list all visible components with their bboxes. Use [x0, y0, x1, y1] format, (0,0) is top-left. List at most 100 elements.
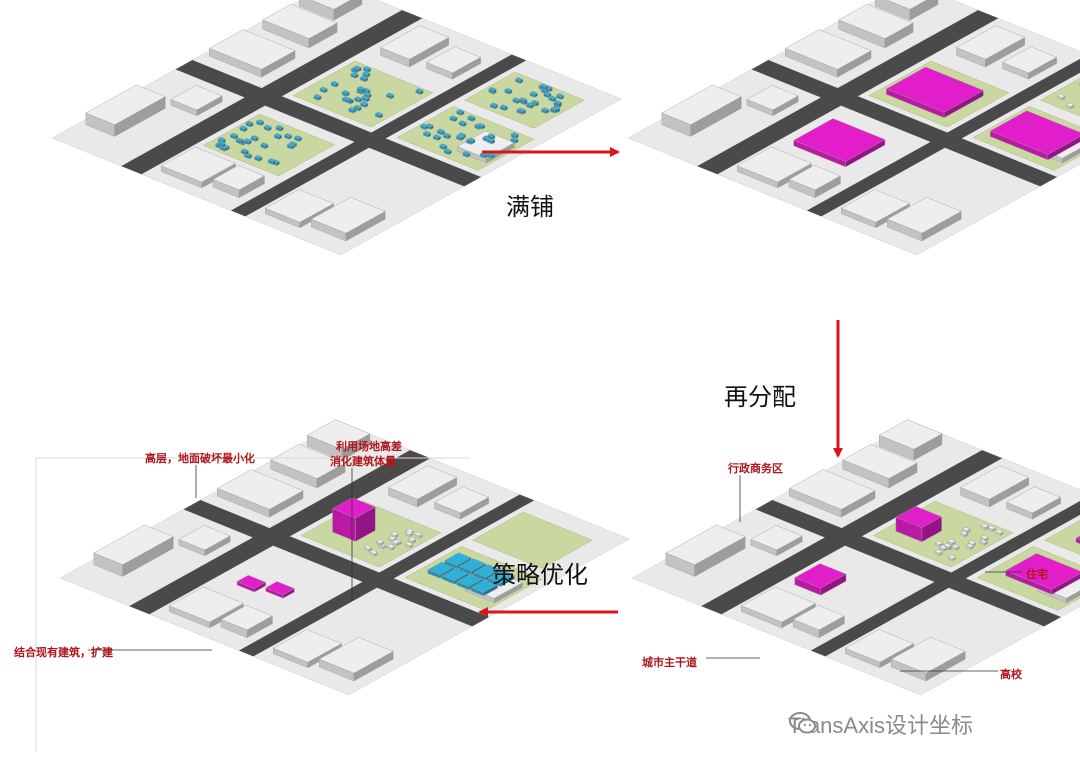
- car: [530, 99, 540, 107]
- context-building-0: [784, 29, 872, 78]
- car: [951, 544, 960, 551]
- car: [934, 549, 943, 556]
- car: [390, 531, 399, 539]
- wechat-icon: [789, 712, 816, 734]
- callout-terrain-2: 消化建筑体量: [330, 455, 396, 468]
- expansion-block-2: [265, 581, 295, 599]
- context-building-1: [838, 4, 914, 49]
- context-building-8: [380, 25, 450, 68]
- context-building-7: [170, 85, 223, 117]
- context-building-9: [1002, 46, 1058, 80]
- car: [363, 91, 372, 99]
- car: [499, 104, 508, 112]
- context-building-9: [1006, 486, 1062, 520]
- site-diagram-redistribute: [627, 0, 1080, 256]
- context-building-7: [178, 525, 231, 557]
- car: [489, 102, 499, 110]
- context-building-8: [960, 465, 1030, 508]
- car: [995, 529, 1004, 536]
- car: [235, 137, 244, 145]
- site-road-1: [755, 500, 1061, 627]
- car: [313, 94, 322, 101]
- car: [362, 71, 371, 78]
- pink-block-mid: [1075, 535, 1080, 544]
- car: [1065, 102, 1075, 110]
- car: [369, 550, 378, 557]
- car: [360, 101, 369, 108]
- site-diagram-zones: [631, 419, 1080, 696]
- car: [361, 95, 371, 103]
- car: [245, 120, 254, 128]
- car: [263, 124, 272, 132]
- car: [273, 133, 283, 140]
- car: [443, 148, 452, 156]
- car: [939, 545, 948, 552]
- car: [467, 137, 476, 145]
- site-green-lot-0: [292, 60, 434, 128]
- site-diagram-optimized: [59, 419, 630, 696]
- car: [343, 96, 353, 104]
- car: [488, 87, 497, 94]
- site-green-lot-2: [202, 113, 336, 177]
- car: [539, 83, 549, 91]
- step-label-fill: 满铺: [506, 193, 554, 221]
- car: [1057, 94, 1066, 101]
- callout-residential: 住宅: [1026, 568, 1048, 581]
- car: [947, 539, 956, 546]
- pink-block-a: [885, 66, 984, 119]
- context-building-4: [264, 189, 335, 229]
- car: [476, 122, 486, 130]
- context-building-8: [956, 25, 1026, 68]
- car: [479, 151, 489, 159]
- car: [407, 537, 417, 544]
- car: [243, 138, 252, 145]
- site-road-0: [701, 450, 1003, 615]
- car: [341, 90, 350, 97]
- site-diagram-fill: [51, 0, 622, 256]
- car: [293, 135, 303, 142]
- car: [455, 134, 465, 141]
- site-green-lot-2: [1043, 520, 1080, 555]
- site-road-2: [230, 54, 527, 217]
- highrise-tower: [332, 497, 376, 542]
- car: [965, 543, 975, 550]
- car: [439, 143, 448, 151]
- car: [353, 65, 362, 73]
- car: [391, 539, 400, 547]
- car: [518, 97, 528, 104]
- car: [239, 125, 248, 133]
- context-building-11: [299, 0, 363, 21]
- context-building-5: [890, 637, 966, 682]
- callout-arterial-road: 城市主干道: [642, 656, 697, 669]
- pink-block-small: [794, 563, 847, 596]
- car: [487, 133, 496, 140]
- car: [229, 132, 239, 140]
- pink-block-admin-2: [895, 506, 943, 543]
- car: [458, 120, 467, 128]
- context-building-7: [746, 85, 799, 117]
- context-building-9: [426, 46, 482, 80]
- watermark: TransAxis设计坐标: [788, 708, 973, 740]
- car: [356, 86, 366, 93]
- car: [354, 96, 363, 103]
- car: [549, 106, 558, 114]
- context-building-1: [270, 444, 346, 489]
- context-building-5: [318, 637, 394, 682]
- terrain-block-1-3: [487, 569, 515, 587]
- callout-admin-business: 行政商务区: [728, 462, 783, 475]
- car: [529, 91, 538, 98]
- step-label-optimize: 策略优化: [492, 561, 588, 589]
- pink-block-b: [989, 110, 1080, 161]
- pink-block-c: [793, 118, 886, 168]
- context-building-0: [216, 469, 304, 518]
- car: [414, 532, 423, 539]
- context-building-2: [740, 586, 816, 629]
- context-building-4: [272, 629, 343, 669]
- car: [420, 123, 429, 131]
- car: [442, 132, 452, 140]
- car: [250, 135, 259, 142]
- site-road-2: [810, 501, 1080, 657]
- car: [283, 132, 293, 140]
- car: [962, 527, 971, 534]
- context-building-0: [208, 29, 296, 78]
